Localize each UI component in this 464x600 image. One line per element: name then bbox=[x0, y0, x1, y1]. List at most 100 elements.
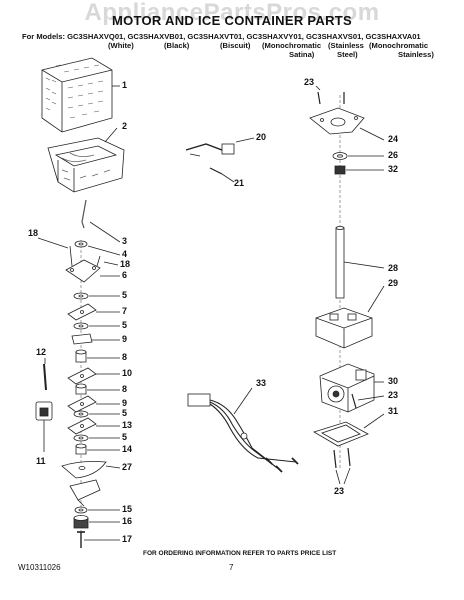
spacer-9a bbox=[71, 333, 93, 345]
part-label-5c: 5 bbox=[122, 408, 128, 418]
part-label-6: 6 bbox=[122, 270, 128, 280]
screw-17 bbox=[77, 531, 85, 548]
spacer-8b bbox=[75, 383, 87, 395]
spacer-8a bbox=[75, 349, 87, 363]
gasket-12 bbox=[43, 363, 47, 391]
motor-30 bbox=[319, 363, 375, 413]
part-label-21: 21 bbox=[234, 178, 245, 188]
washer-5c bbox=[73, 410, 89, 418]
watermark: AppliancePartsPros.com bbox=[84, 0, 380, 26]
color-mono-satina: (Monochromatic bbox=[262, 41, 322, 50]
part-label-23c: 23 bbox=[334, 486, 345, 496]
part-label-10: 10 bbox=[122, 368, 133, 378]
part-label-23b: 23 bbox=[388, 390, 399, 400]
leader-23c bbox=[335, 469, 341, 485]
screws-23-bottom bbox=[333, 447, 351, 469]
part-label-18b: 18 bbox=[120, 259, 131, 269]
document-id: W10311026 bbox=[18, 563, 61, 572]
ice-bin-cover bbox=[41, 57, 113, 133]
part-label-28: 28 bbox=[388, 263, 399, 273]
nut-4 bbox=[74, 240, 88, 248]
part-label-2: 2 bbox=[122, 121, 128, 131]
part-label-16: 16 bbox=[122, 516, 133, 526]
leader-27 bbox=[105, 465, 121, 469]
leader-24 bbox=[359, 127, 385, 141]
leader-23a bbox=[315, 85, 321, 91]
leader-2 bbox=[104, 127, 118, 143]
leader-23c2 bbox=[343, 467, 351, 485]
part-label-24: 24 bbox=[388, 134, 399, 144]
washer-5d bbox=[73, 434, 89, 442]
motor-bracket-24 bbox=[309, 107, 365, 135]
color-mono-stainless-2: Stainless) bbox=[398, 50, 434, 59]
leader-18b bbox=[103, 261, 119, 266]
part-label-26: 26 bbox=[388, 150, 399, 160]
shaft-28 bbox=[335, 226, 345, 299]
leader-31 bbox=[363, 413, 385, 429]
leader-28 bbox=[343, 261, 385, 269]
blade-7 bbox=[67, 303, 97, 321]
part-label-30: 30 bbox=[388, 376, 399, 386]
part-label-5b: 5 bbox=[122, 320, 128, 330]
blade-9b bbox=[67, 395, 97, 413]
ordering-note: FOR ORDERING INFORMATION REFER TO PARTS … bbox=[143, 550, 337, 557]
models-line: For Models: GC3SHAXVQ01, GC3SHAXVB01, GC… bbox=[22, 32, 421, 41]
color-mono-satina-2: Satina) bbox=[289, 50, 315, 59]
leader-3 bbox=[89, 221, 121, 243]
part-label-3: 3 bbox=[122, 236, 128, 246]
nut-32 bbox=[334, 165, 346, 175]
part-label-13: 13 bbox=[122, 420, 133, 430]
color-stainless-2: Steel) bbox=[337, 50, 358, 59]
switch-11 bbox=[35, 401, 53, 421]
auger-blade bbox=[69, 479, 101, 507]
part-label-9b: 9 bbox=[122, 398, 128, 408]
washer-15 bbox=[74, 506, 88, 514]
part-label-5a: 5 bbox=[122, 290, 128, 300]
leader-20 bbox=[235, 137, 255, 143]
wire-harness-33 bbox=[187, 393, 299, 473]
washer-5b bbox=[73, 322, 89, 330]
leader-29 bbox=[367, 285, 385, 313]
screw-21 bbox=[209, 167, 223, 175]
part-label-12: 12 bbox=[36, 347, 47, 357]
ice-crusher-plate-27 bbox=[61, 461, 107, 479]
part-label-32: 32 bbox=[388, 164, 399, 174]
leader-4 bbox=[87, 245, 121, 256]
screw-23-mid bbox=[351, 393, 357, 409]
part-label-18a: 18 bbox=[28, 228, 39, 238]
part-label-27: 27 bbox=[122, 462, 133, 472]
color-white: (White) bbox=[108, 41, 134, 50]
color-stainless: (Stainless bbox=[328, 41, 364, 50]
part-label-20: 20 bbox=[256, 132, 267, 142]
color-mono-stainless: (Monochromatic bbox=[369, 41, 429, 50]
auger-wire bbox=[81, 199, 87, 229]
part-label-8a: 8 bbox=[122, 352, 128, 362]
leader-18a bbox=[37, 237, 69, 249]
part-label-29: 29 bbox=[388, 278, 399, 288]
color-biscuit: (Biscuit) bbox=[220, 41, 251, 50]
part-label-31: 31 bbox=[388, 406, 399, 416]
part-label-8b: 8 bbox=[122, 384, 128, 394]
bearing-16 bbox=[73, 515, 89, 529]
gasket-31 bbox=[313, 421, 369, 447]
part-label-9a: 9 bbox=[122, 334, 128, 344]
washer-26 bbox=[332, 152, 348, 160]
part-label-7: 7 bbox=[122, 306, 128, 316]
part-label-33: 33 bbox=[256, 378, 267, 388]
leader-21 bbox=[221, 173, 235, 183]
ice-container bbox=[47, 137, 125, 193]
color-black: (Black) bbox=[164, 41, 190, 50]
motor-cover-29 bbox=[315, 307, 373, 349]
part-label-4: 4 bbox=[122, 249, 128, 259]
part-label-17: 17 bbox=[122, 534, 133, 544]
leader-33 bbox=[233, 387, 253, 415]
damper-linkage-20 bbox=[185, 143, 235, 157]
screws-23-top bbox=[317, 91, 345, 105]
blade-13 bbox=[67, 417, 97, 435]
bushing-14 bbox=[75, 443, 87, 455]
washer-5a bbox=[73, 292, 89, 300]
leader-23b bbox=[357, 395, 385, 401]
page-number: 7 bbox=[229, 563, 234, 572]
part-label-1: 1 bbox=[122, 80, 128, 90]
